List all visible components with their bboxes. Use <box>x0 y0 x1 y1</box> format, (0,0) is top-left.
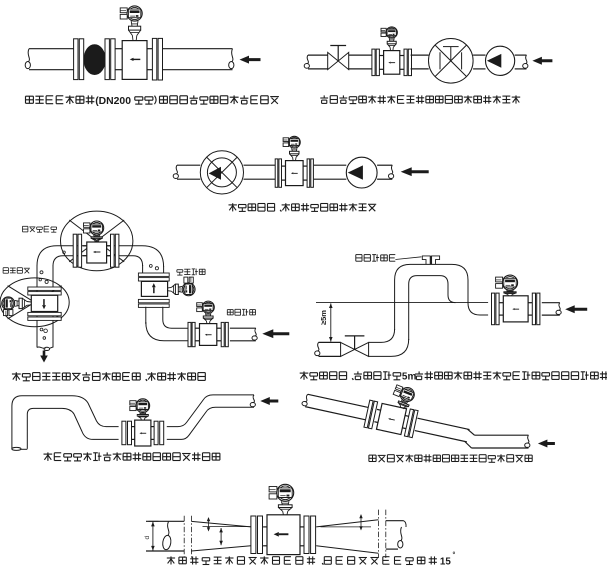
svg-text:5m: 5m <box>402 372 417 383</box>
svg-text:(DN200: (DN200 <box>95 96 131 107</box>
svg-text:15: 15 <box>440 556 451 567</box>
svg-text:°: ° <box>453 551 456 559</box>
svg-text:d: d <box>144 536 151 540</box>
svg-text:≥5m: ≥5m <box>319 310 328 325</box>
